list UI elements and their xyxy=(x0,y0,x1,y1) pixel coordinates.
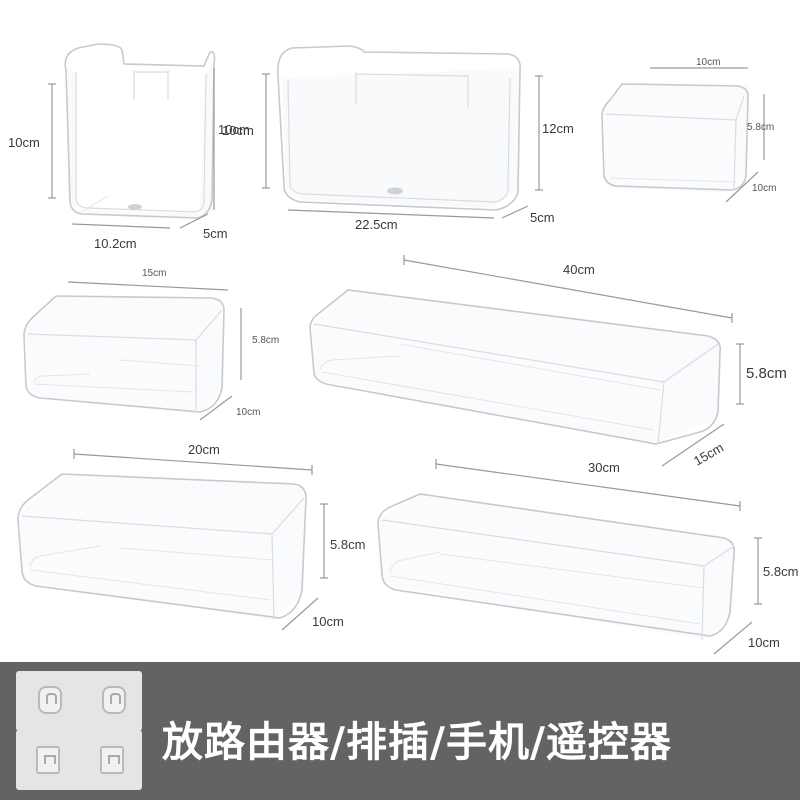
tray-30x10 xyxy=(377,493,736,641)
banner-title: 放路由器/排插/手机/遥控器 xyxy=(162,718,672,766)
box2-inner-height-label: 10cm xyxy=(222,123,254,138)
box5-depth-label: 15cm xyxy=(691,440,726,469)
box5-height-label: 5.8cm xyxy=(746,365,787,382)
box3-height-label: 5.8cm xyxy=(747,122,774,133)
adhesive-hook-icon xyxy=(38,686,62,714)
square-hooks-panel xyxy=(16,730,142,790)
box2-height-label: 12cm xyxy=(542,121,574,136)
box3-depth-label: 10cm xyxy=(752,183,776,194)
tray-10x10 xyxy=(601,83,749,192)
box7-depth-label: 10cm xyxy=(748,635,780,650)
box4-height-label: 5.8cm xyxy=(252,335,279,346)
tray-40x15 xyxy=(309,289,722,445)
box7-height-label: 5.8cm xyxy=(763,564,798,579)
box2-depth-label: 5cm xyxy=(530,210,555,225)
bottom-banner: 放路由器/排插/手机/遥控器 xyxy=(0,662,800,800)
box1-inner-height-label: 10cm xyxy=(218,122,250,137)
wall-box-large xyxy=(276,45,522,211)
box4-width-label: 15cm xyxy=(142,268,166,279)
box1-width-label: 10.2cm xyxy=(94,236,137,251)
square-hook-icon xyxy=(100,746,124,774)
square-hook-icon xyxy=(36,746,60,774)
wall-box-small xyxy=(64,43,216,219)
tray-20x10 xyxy=(17,473,307,621)
box1-height-label: 10cm xyxy=(8,135,40,150)
adhesive-hook-icon xyxy=(102,686,126,714)
box6-width-label: 20cm xyxy=(188,442,220,457)
box3-width-label: 10cm xyxy=(696,57,720,68)
tray-15x10 xyxy=(23,295,225,414)
box4-depth-label: 10cm xyxy=(236,407,260,418)
box5-width-label: 40cm xyxy=(563,262,595,277)
box2-width-label: 22.5cm xyxy=(355,217,398,232)
box1-depth-label: 5cm xyxy=(203,226,228,241)
box6-height-label: 5.8cm xyxy=(330,537,365,552)
box6-depth-label: 10cm xyxy=(312,614,344,629)
product-diagram: 10cm 10cm 10.2cm 5cm 10cm 12cm 22.5cm 5c… xyxy=(8,43,798,655)
round-hooks-panel xyxy=(16,671,142,731)
box7-width-label: 30cm xyxy=(588,460,620,475)
